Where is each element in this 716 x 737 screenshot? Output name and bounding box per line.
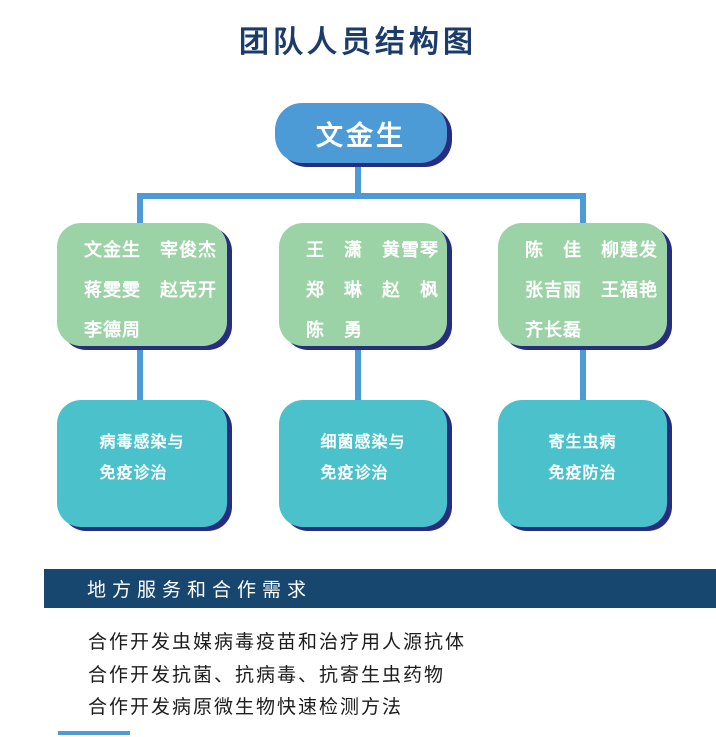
- cooperation-item: 合作开发虫媒病毒疫苗和治疗用人源抗体: [88, 631, 467, 653]
- research-area-line: 免疫诊治: [320, 464, 389, 482]
- member-line: 文金生 宰俊杰: [84, 240, 217, 260]
- cooperation-item: 合作开发病原微生物快速检测方法: [88, 696, 404, 718]
- member-group-box-2: 王 潇 黄雪琴 郑 琳 赵 枫 陈 勇: [279, 223, 447, 346]
- connector-group3-area3: [580, 350, 586, 400]
- research-area-line: 寄生虫病: [548, 433, 617, 451]
- research-area-line: 免疫诊治: [99, 464, 168, 482]
- connector-group1-area1: [137, 350, 143, 400]
- connector-left-vertical: [137, 196, 143, 224]
- member-line: 张吉丽 王福艳: [525, 280, 658, 300]
- member-line: 蒋雯雯 赵克开: [84, 280, 217, 300]
- cooperation-item: 合作开发抗菌、抗病毒、抗寄生虫药物: [88, 663, 446, 686]
- page-title: 团队人员结构图: [239, 25, 477, 60]
- research-area-line: 细菌感染与: [320, 433, 406, 451]
- org-root-label: 文金生: [316, 120, 406, 151]
- connector-horizontal: [137, 193, 586, 199]
- cooperation-needs-list: 合作开发虫媒病毒疫苗和治疗用人源抗体 合作开发抗菌、抗病毒、抗寄生虫药物 合作开…: [88, 626, 466, 724]
- research-area-line: 免疫防治: [548, 464, 617, 482]
- member-line: 陈 勇: [306, 320, 363, 340]
- member-line: 陈 佳 柳建发: [525, 240, 658, 260]
- org-root-node: 文金生: [275, 103, 447, 163]
- research-area-box-3: 寄生虫病 免疫防治: [498, 400, 667, 527]
- member-line: 齐长磊: [525, 320, 582, 340]
- section-header-label: 地方服务和合作需求: [87, 580, 313, 601]
- research-area-box-2: 细菌感染与 免疫诊治: [279, 400, 447, 527]
- research-area-box-1: 病毒感染与 免疫诊治: [57, 400, 227, 527]
- member-line: 王 潇 黄雪琴: [306, 240, 439, 260]
- research-area-line: 病毒感染与: [99, 433, 185, 451]
- member-group-box-3: 陈 佳 柳建发 张吉丽 王福艳 齐长磊: [498, 223, 667, 346]
- bottom-page-edge-line: [58, 731, 130, 735]
- connector-root-vertical: [355, 163, 361, 196]
- member-line: 郑 琳 赵 枫: [306, 280, 439, 300]
- member-group-box-1: 文金生 宰俊杰 蒋雯雯 赵克开 李德周: [57, 223, 227, 346]
- section-header-bar: 地方服务和合作需求: [44, 569, 716, 608]
- connector-group2-area2: [355, 350, 361, 400]
- member-line: 李德周: [84, 320, 141, 340]
- connector-right-vertical: [580, 196, 586, 224]
